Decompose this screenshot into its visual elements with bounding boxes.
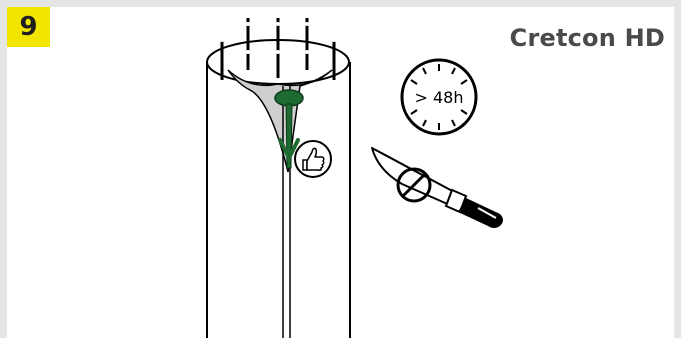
filled-slit <box>227 69 333 338</box>
step-number-badge: 9 <box>7 7 50 47</box>
green-plug-icon <box>274 89 304 169</box>
timer-label: > 48h <box>415 88 464 107</box>
step-number: 9 <box>19 12 38 42</box>
product-title: Cretcon HD <box>509 24 665 52</box>
no-knife-icon <box>371 147 503 228</box>
rod-marks <box>220 22 336 54</box>
rods <box>220 18 336 80</box>
clock-icon: > 48h <box>400 58 478 136</box>
thumbs-up-icon <box>294 140 332 178</box>
